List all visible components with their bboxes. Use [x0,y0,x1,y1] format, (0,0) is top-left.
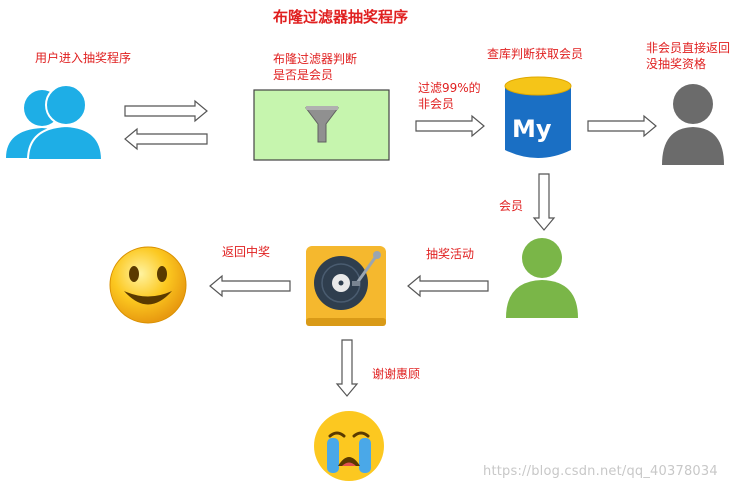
label-non-member-line1: 非会员直接返回 [646,41,731,55]
label-non-member-line2: 没抽奖资格 [646,57,707,71]
arrow-db-to-nonmember [587,114,657,138]
green-user-icon [506,238,578,318]
arrow-member-to-lottery [407,274,489,298]
users-group-icon [6,84,104,161]
label-filter-line1: 过滤99%的 [418,81,481,95]
arrow-lottery-to-win [209,274,291,298]
label-win: 返回中奖 [222,245,271,259]
smiley-emoji-icon [109,246,187,324]
label-thanks: 谢谢惠顾 [372,367,421,381]
arrow-filter-to-db [415,114,485,138]
mysql-database-icon: My [504,76,572,158]
label-member: 会员 [499,199,524,213]
label-lottery: 抽奖活动 [426,247,475,261]
arrow-users-to-filter [124,99,208,123]
label-filter-line2: 非会员 [418,97,455,111]
watermark: https://blog.csdn.net/qq_40378034 [483,464,718,479]
arrow-filter-to-users [124,127,208,151]
label-bloom-check-line2: 是否是会员 [273,68,334,82]
bloom-filter-box [253,89,390,161]
label-bloom-check-line1: 布隆过滤器判断 [273,52,358,66]
arrow-lottery-to-thanks [335,339,359,397]
funnel-icon [305,106,339,143]
gray-user-icon [662,84,724,165]
arrow-db-to-member [532,173,556,231]
label-user-enter: 用户进入抽奖程序 [35,51,132,65]
turntable-icon [306,246,386,326]
label-db-check: 查库判断获取会员 [487,47,584,61]
diagram-title: 布隆过滤器抽奖程序 [273,8,409,26]
mysql-logo-text: My [512,115,552,143]
crying-emoji-icon [314,411,384,481]
